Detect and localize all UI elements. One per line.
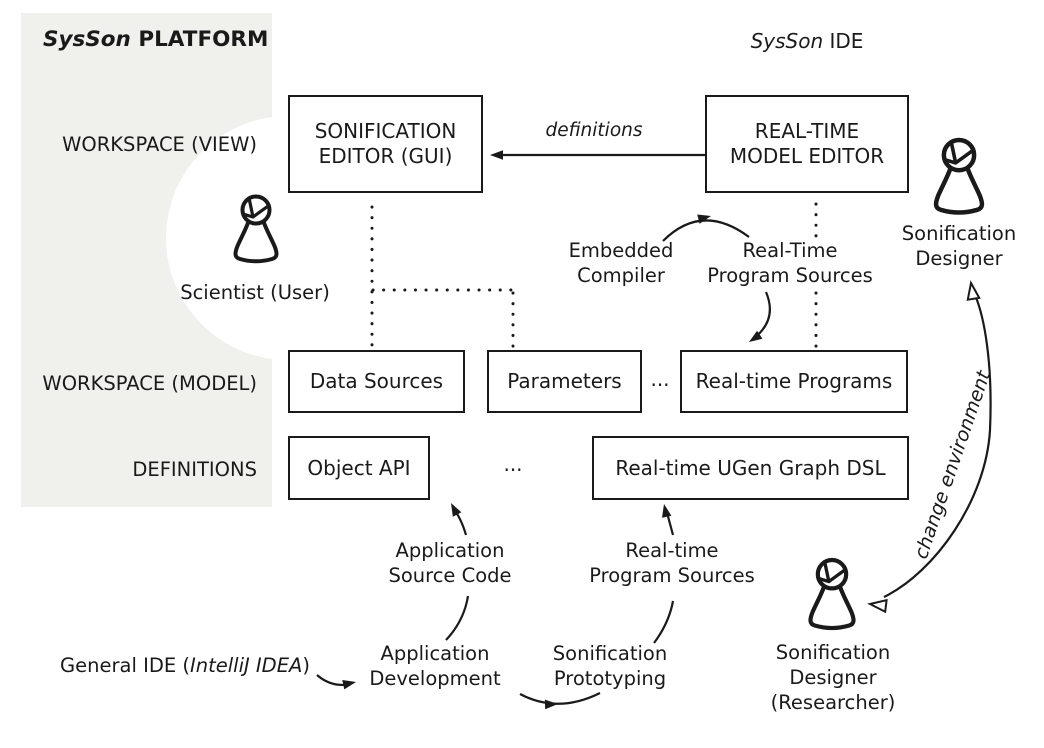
sonification-designer-line2: Designer xyxy=(915,247,1003,270)
arc-development-to-prototyping xyxy=(519,692,601,705)
ide-title-brand: SysSon xyxy=(750,29,824,53)
sonification-prototyping-line1: Sonification xyxy=(552,642,668,665)
row-label-definitions: DEFINITIONS xyxy=(132,458,257,481)
embedded-compiler-line2: Compiler xyxy=(577,264,665,287)
row-label-workspace-model: WORKSPACE (MODEL) xyxy=(42,372,257,395)
definitions-arrow xyxy=(490,150,705,160)
box-parameters-label: Parameters xyxy=(507,369,622,393)
scientist-user-label: Scientist (User) xyxy=(180,281,330,304)
rt-program-sources-top-line2: Program Sources xyxy=(707,264,873,287)
ide-title-rest: IDE xyxy=(823,29,864,53)
designer-researcher-line3: (Researcher) xyxy=(770,691,896,714)
ellipsis-definitions-row: ... xyxy=(503,452,523,476)
box-data-sources: Data Sources xyxy=(288,350,465,413)
sonification-designer-label: Sonification Designer xyxy=(902,221,1016,271)
box-ugen-graph-dsl: Real-time UGen Graph DSL xyxy=(592,436,909,500)
ide-title: SysSon IDE xyxy=(751,29,864,54)
arc-sources-to-programs xyxy=(752,291,771,340)
box-sonification-editor-line1: SONIFICATION xyxy=(314,119,457,143)
box-realtime-programs-label: Real-time Programs xyxy=(695,369,893,393)
arc-development-to-sourcecode xyxy=(445,595,470,641)
general-ide-product: IntelliJ IDEA xyxy=(189,654,303,677)
application-source-code-line1: Application xyxy=(395,539,505,562)
arc-change-environment xyxy=(883,294,992,598)
sonification-designer-icon xyxy=(936,140,982,213)
embedded-compiler-label: Embedded Compiler xyxy=(569,238,674,288)
dotted-links xyxy=(370,202,818,349)
box-ugen-graph-dsl-label: Real-time UGen Graph DSL xyxy=(615,455,886,480)
box-data-sources-label: Data Sources xyxy=(309,369,444,393)
application-development-line1: Application xyxy=(380,642,490,665)
box-object-api-label: Object API xyxy=(307,455,411,480)
sonification-prototyping-label: Sonification Prototyping xyxy=(553,641,667,691)
designer-researcher-line1: Sonification xyxy=(775,641,891,664)
box-model-editor-line1: REAL-TIME xyxy=(754,119,860,143)
rt-program-sources-top-line1: Real-Time xyxy=(742,239,838,262)
application-development-label: Application Development xyxy=(369,641,500,691)
arc-prototyping-to-sources xyxy=(653,600,675,644)
definitions-flow-label: definitions xyxy=(545,120,643,141)
application-source-code-label: Application Source Code xyxy=(388,538,511,588)
rt-program-sources-top-label: Real-Time Program Sources xyxy=(707,238,873,288)
sonification-designer-researcher-label: Sonification Designer (Researcher) xyxy=(771,640,896,715)
application-development-line2: Development xyxy=(369,667,501,690)
platform-title-rest: PLATFORM xyxy=(130,27,269,52)
box-realtime-model-editor: REAL-TIME MODEL EDITOR xyxy=(705,95,909,193)
ellipsis-model-row: ... xyxy=(650,367,670,391)
general-ide-label: General IDE (IntelliJ IDEA) xyxy=(60,653,310,678)
row-label-workspace-view: WORKSPACE (VIEW) xyxy=(62,133,257,156)
sonification-designer-line1: Sonification xyxy=(901,222,1017,245)
box-parameters: Parameters xyxy=(487,350,642,413)
general-ide-suffix: ) xyxy=(302,654,310,677)
platform-title-brand: SysSon xyxy=(43,27,131,52)
rt-program-sources-bottom-line2: Program Sources xyxy=(589,564,755,587)
designer-researcher-line2: Designer xyxy=(789,666,877,689)
general-ide-prefix: General IDE ( xyxy=(60,654,190,677)
box-model-editor-line2: MODEL EDITOR xyxy=(729,144,885,168)
embedded-compiler-line1: Embedded xyxy=(568,239,674,262)
platform-title: SysSon PLATFORM xyxy=(43,27,268,52)
box-sonification-editor-line2: EDITOR (GUI) xyxy=(318,144,453,168)
box-realtime-programs: Real-time Programs xyxy=(680,350,908,413)
sonification-prototyping-line2: Prototyping xyxy=(553,667,667,690)
scientist-user-icon xyxy=(233,194,279,264)
box-object-api: Object API xyxy=(288,436,430,500)
rt-program-sources-bottom-label: Real-time Program Sources xyxy=(589,538,755,588)
rt-program-sources-bottom-line1: Real-time xyxy=(625,539,719,562)
application-source-code-line2: Source Code xyxy=(388,564,512,587)
sonification-designer-researcher-icon xyxy=(810,560,853,628)
box-sonification-editor: SONIFICATION EDITOR (GUI) xyxy=(288,95,483,193)
